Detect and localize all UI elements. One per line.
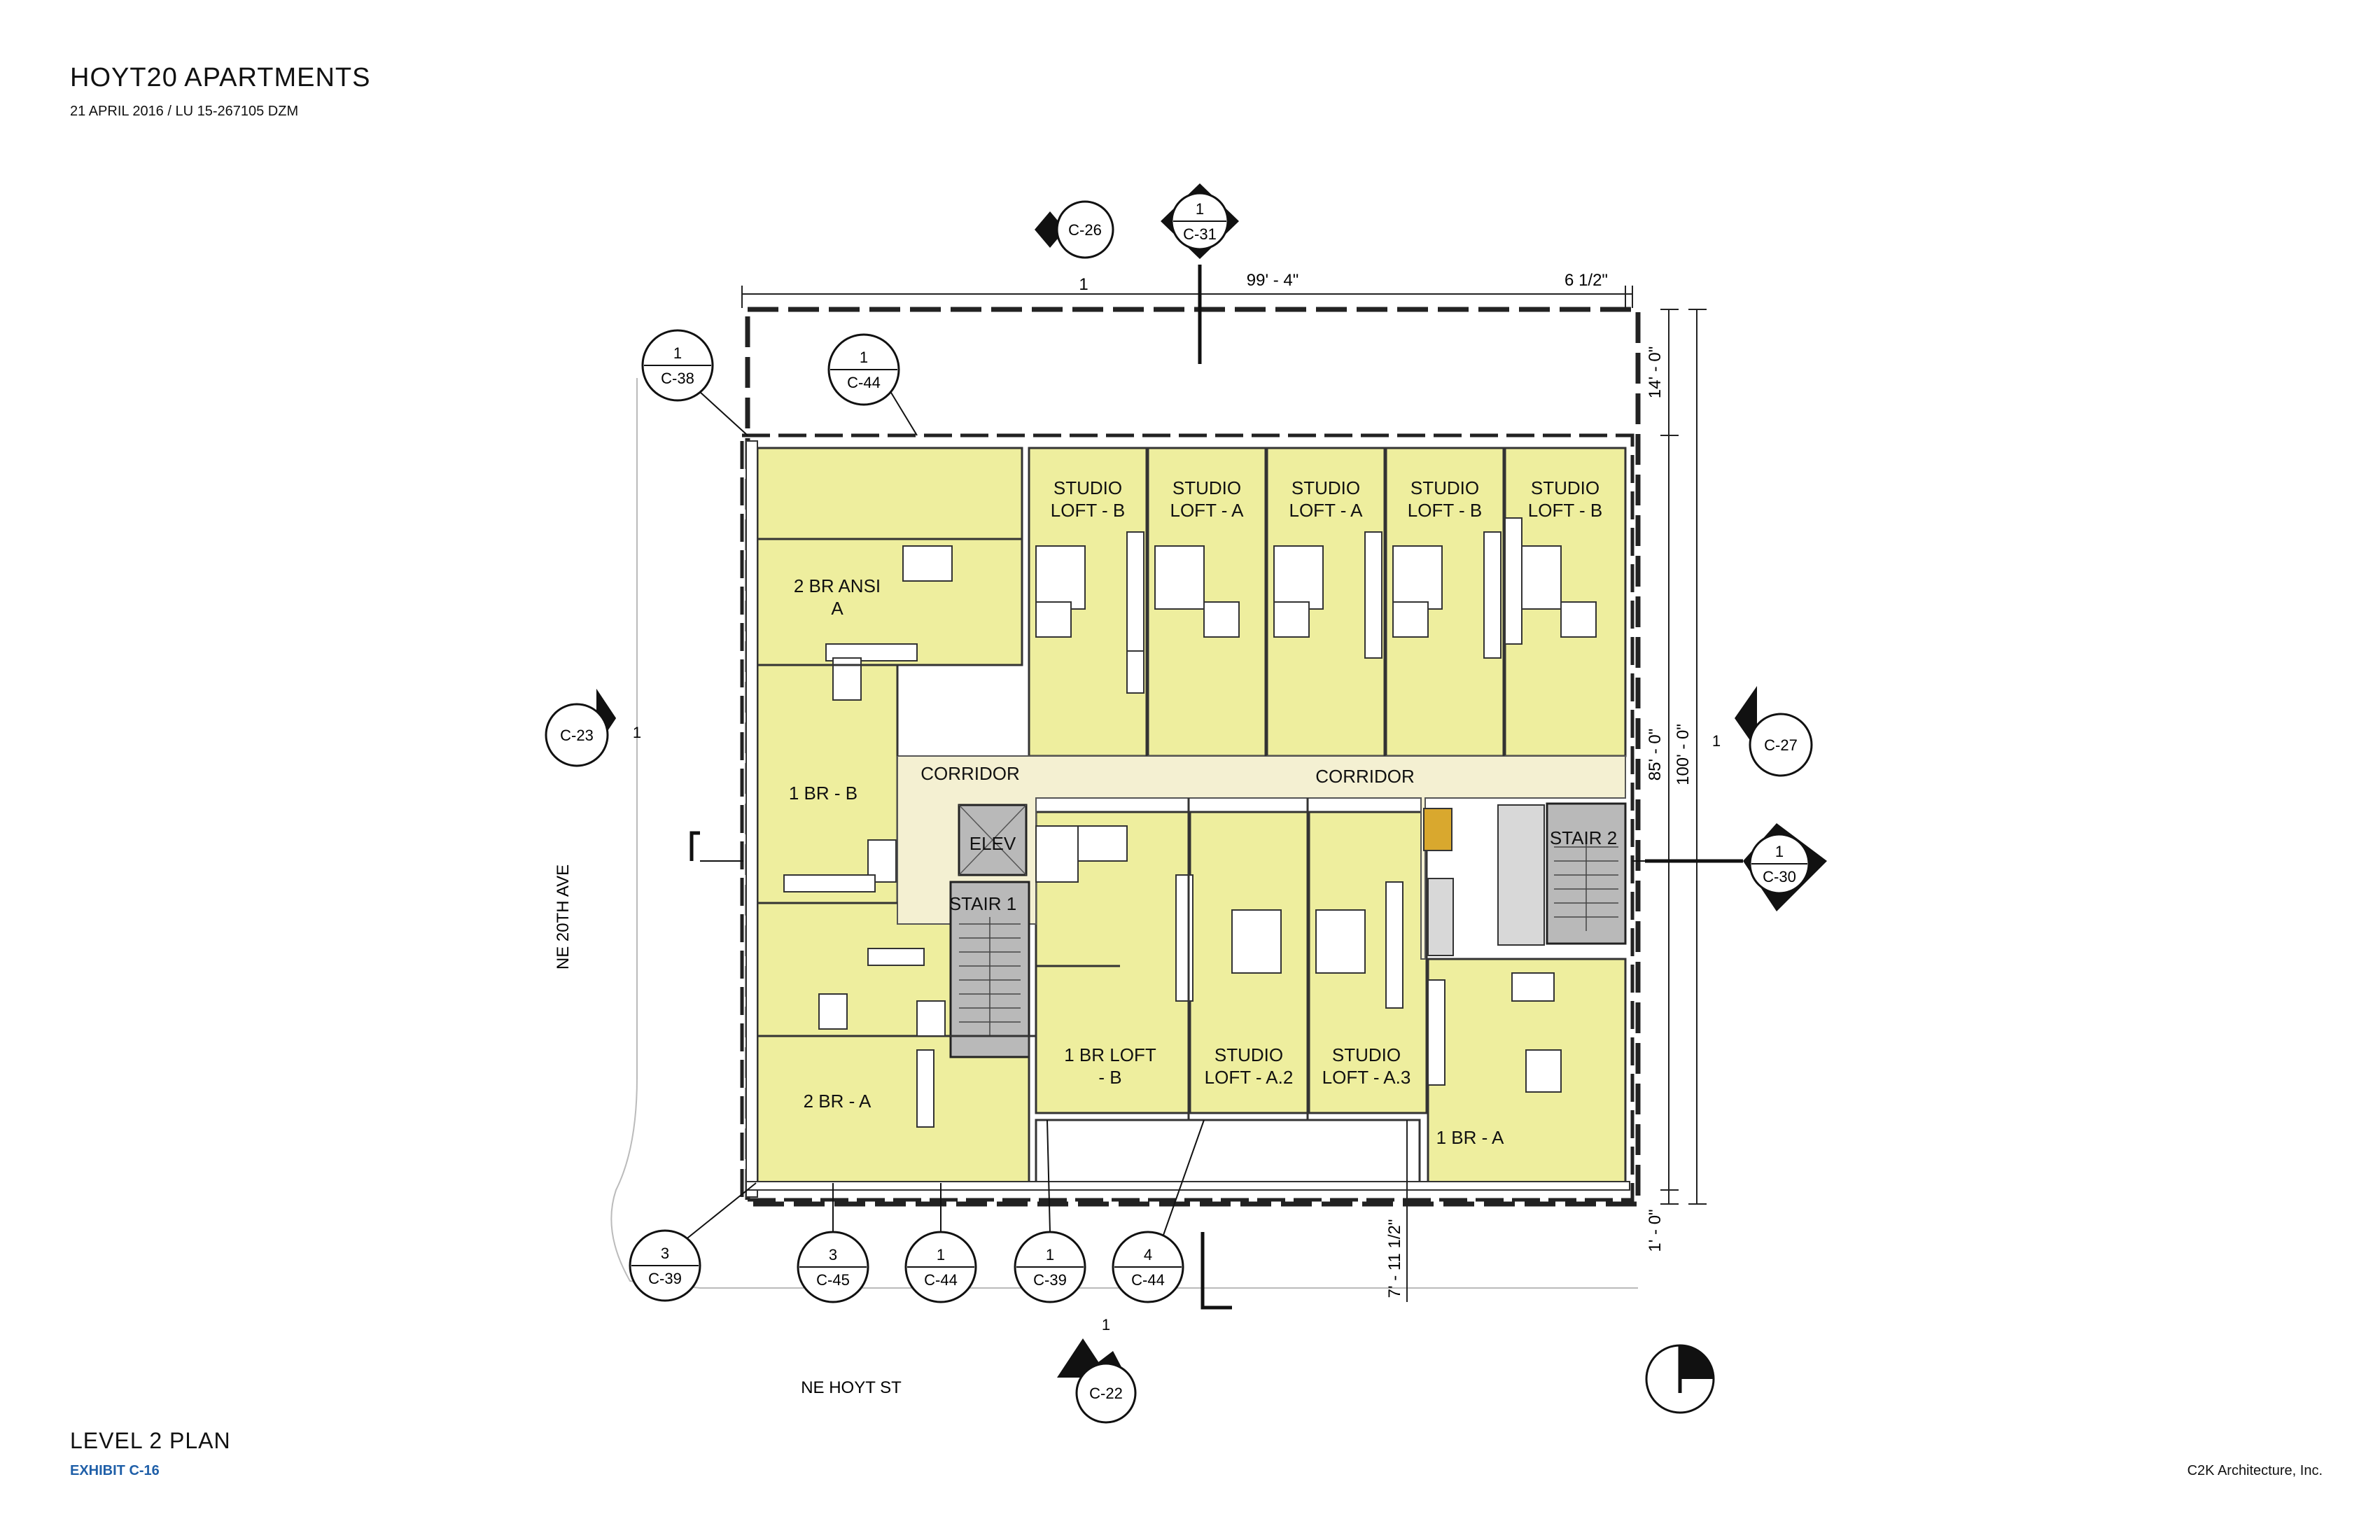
page-subtitle: 21 APRIL 2016 / LU 15-267105 DZM — [70, 104, 299, 119]
room-label-2br-a: 2 BR - A — [804, 1091, 872, 1112]
svg-text:1: 1 — [1712, 732, 1721, 750]
svg-text:1: 1 — [937, 1246, 945, 1264]
svg-text:3: 3 — [829, 1246, 837, 1264]
room-label-corridor-west: CORRIDOR — [920, 763, 1020, 784]
room-label-1br-loft-b: 1 BR LOFT- B — [1064, 1044, 1156, 1088]
svg-text:3: 3 — [661, 1245, 669, 1262]
site-curve — [610, 378, 1638, 1289]
internal-walls — [757, 448, 1625, 1183]
svg-text:C-45: C-45 — [816, 1271, 850, 1289]
svg-text:1: 1 — [1196, 200, 1204, 218]
room-label-stair-2: STAIR 2 — [1550, 827, 1617, 848]
dimension-top-grid: 1 — [1079, 275, 1088, 294]
svg-text:C-44: C-44 — [924, 1271, 958, 1289]
utility-core — [1497, 804, 1545, 946]
firm-label: C2K Architecture, Inc. — [2187, 1463, 2323, 1478]
dimension-top-overall: 99' - 4" — [1247, 271, 1298, 290]
section-marker-c30: 1 C-30 — [1743, 823, 1827, 911]
detail-callout-c44-b: 1 C-44 — [904, 1183, 977, 1303]
exhibit-label: EXHIBIT C-16 — [70, 1463, 160, 1478]
street-label-south: NE HOYT ST — [801, 1378, 902, 1397]
svg-text:1: 1 — [860, 349, 868, 366]
room-label-1br-a: 1 BR - A — [1436, 1127, 1504, 1148]
dimension-right-100: 100' - 0" — [1674, 724, 1693, 785]
svg-text:C-44: C-44 — [847, 374, 881, 391]
room-label-1br-b: 1 BR - B — [789, 783, 858, 804]
north-arrow-icon — [1645, 1344, 1715, 1414]
svg-text:C-44: C-44 — [1131, 1271, 1165, 1289]
west-wall-band — [746, 440, 758, 1198]
service-room-1 — [1423, 808, 1452, 851]
detail-callout-c44-top: 1 C-44 — [827, 333, 918, 436]
svg-text:C-27: C-27 — [1764, 736, 1798, 754]
south-wall-band — [746, 1181, 1630, 1191]
svg-text:C-30: C-30 — [1763, 868, 1796, 886]
south-balcony — [1035, 1119, 1421, 1184]
unit-2br-ansi — [756, 447, 1023, 666]
dimension-top — [741, 286, 1633, 308]
street-label-west: NE 20TH AVE — [554, 864, 573, 969]
room-label-stair-1: STAIR 1 — [949, 893, 1016, 914]
dimension-right-14: 14' - 0" — [1646, 346, 1665, 398]
svg-text:C-39: C-39 — [1033, 1271, 1067, 1289]
building-outline — [740, 433, 1634, 1202]
svg-text:1: 1 — [1046, 1246, 1054, 1264]
svg-text:1: 1 — [1775, 843, 1784, 860]
detail-callout-c39-b: 1 C-39 — [1014, 1119, 1086, 1303]
fixtures — [783, 517, 1597, 1128]
svg-text:1: 1 — [673, 344, 682, 362]
svg-text:C-39: C-39 — [648, 1270, 682, 1287]
svg-text:C-22: C-22 — [1089, 1385, 1123, 1402]
detail-callout-c38: 1 C-38 — [641, 329, 748, 436]
section-marker-c22: C-22 1 — [1057, 1316, 1137, 1424]
section-marker-c27: C-27 1 — [1712, 686, 1813, 777]
dimension-right — [1660, 309, 1707, 1205]
svg-text:4: 4 — [1144, 1246, 1152, 1264]
svg-text:C-38: C-38 — [661, 370, 694, 387]
dimension-right-85: 85' - 0" — [1646, 729, 1665, 780]
svg-text:C-31: C-31 — [1183, 225, 1217, 243]
plan-label: LEVEL 2 PLAN — [70, 1428, 231, 1453]
detail-callout-c45: 3 C-45 — [797, 1183, 869, 1303]
svg-text:1: 1 — [633, 724, 641, 741]
room-label-elev: ELEV — [969, 833, 1016, 854]
detail-callout-c44-c: 4 C-44 — [1112, 1119, 1205, 1303]
svg-text:1: 1 — [1102, 1316, 1110, 1334]
dimension-right-1: 1' - 0" — [1646, 1209, 1665, 1252]
page-title: HOYT20 APARTMENTS — [70, 63, 371, 92]
dimension-top-small: 6 1/2" — [1564, 271, 1608, 290]
svg-text:C-23: C-23 — [560, 727, 594, 744]
room-label-corridor-east: CORRIDOR — [1315, 766, 1415, 787]
dimension-bottom-7: 7' - 11 1/2" — [1385, 1219, 1404, 1298]
section-marker-c31: 1 C-31 — [1161, 183, 1239, 259]
detail-callout-c39-a: 3 C-39 — [629, 1182, 757, 1302]
utility-core-2 — [1427, 878, 1454, 956]
section-marker-c26: C-26 — [1035, 200, 1114, 259]
section-marker-c23: C-23 1 — [545, 689, 641, 767]
svg-text:C-26: C-26 — [1068, 221, 1102, 239]
